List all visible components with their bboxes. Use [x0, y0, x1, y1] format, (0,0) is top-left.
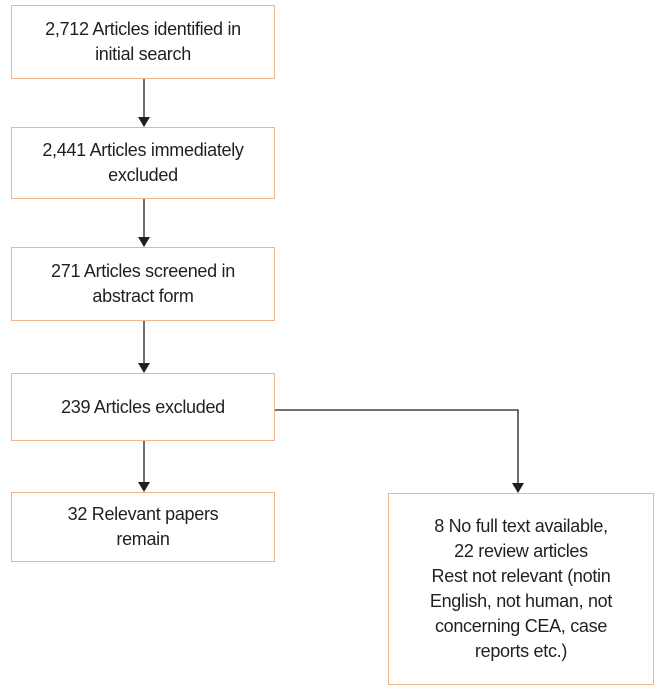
arrow-articles-excluded-to-reasons — [275, 409, 524, 493]
node-exclusion-reasons-label: 8 No full text available, 22 review arti… — [429, 516, 613, 661]
node-relevant-papers: 32 Relevant papers remain — [11, 492, 275, 562]
node-initial-search-label: 2,712 Articles identified in initial sea… — [45, 19, 241, 64]
node-initial-search: 2,712 Articles identified in initial sea… — [11, 5, 275, 79]
node-immediately-excluded-label: 2,441 Articles immediately excluded — [42, 140, 244, 185]
node-screened-abstract-label: 271 Articles screened in abstract form — [51, 261, 235, 306]
node-exclusion-reasons: 8 No full text available, 22 review arti… — [388, 493, 654, 685]
node-relevant-papers-label: 32 Relevant papers remain — [67, 504, 219, 549]
node-immediately-excluded: 2,441 Articles immediately excluded — [11, 127, 275, 199]
node-articles-excluded-label: 239 Articles excluded — [61, 396, 225, 417]
node-articles-excluded: 239 Articles excluded — [11, 373, 275, 441]
node-screened-abstract: 271 Articles screened in abstract form — [11, 247, 275, 321]
